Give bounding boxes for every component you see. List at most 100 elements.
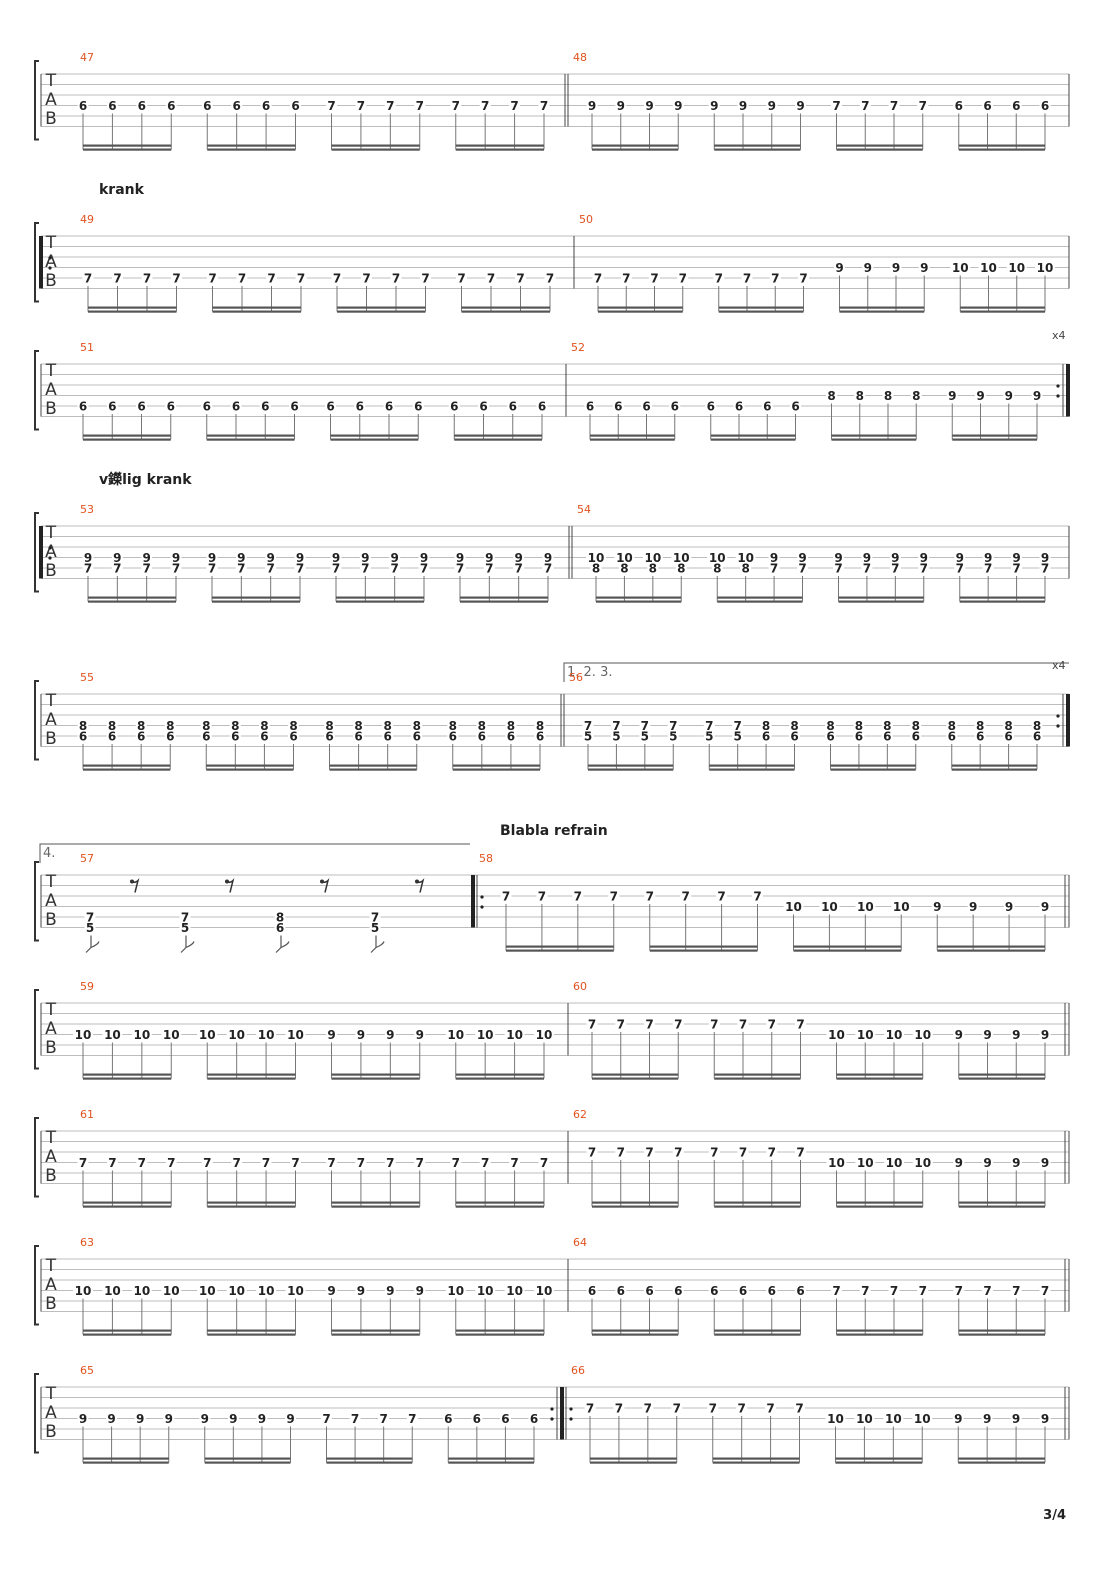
fret-number: 7 [452,99,460,113]
fret-bg [1039,551,1051,564]
fret-bg [534,1028,554,1041]
beam [461,310,550,313]
tab-clef-letter: B [45,729,57,749]
fret-bg [359,551,371,564]
tab-clef-letter: A [45,252,57,272]
beam [454,434,542,437]
fret-number: 10 [506,1028,523,1042]
fret-number: 7 [832,99,840,113]
fret-number: 8 [202,719,210,733]
tab-clef-letter: T [45,1000,57,1020]
fret-number: 7 [457,272,465,286]
fret-number: 9 [113,551,121,565]
fret-number: 6 [203,99,211,113]
fret-bg [111,551,123,564]
beam [592,1205,679,1208]
fret-number: 7 [291,1156,299,1170]
beam [326,1461,413,1464]
fret-bg [740,562,752,574]
tab-clef-letter: A [45,1403,57,1423]
fret-bg [708,1284,720,1297]
fret-number: 7 [795,1402,803,1416]
fret-bg [1011,551,1023,564]
fret-bg [644,1018,655,1030]
fret-bg [197,1284,218,1297]
fret-number: 6 [414,400,422,414]
fret-bg [199,1412,211,1425]
fret-number: 7 [456,562,464,576]
fret-number: 7 [1012,1284,1020,1298]
fret-number: 7 [514,562,522,576]
fret-bg [106,400,118,412]
beam [83,1333,172,1336]
fret-number: 9 [386,1028,394,1042]
beam [836,1077,923,1080]
beam [207,1073,296,1076]
fret-bg [1010,1028,1022,1041]
fret-bg [1010,99,1022,112]
fret-number: 7 [584,719,592,733]
fret-bg [369,921,381,934]
fret-bg [713,272,725,284]
fret-bg [290,99,301,112]
fret-bg [834,261,845,274]
repeat-dot [48,256,52,260]
fret-bg [910,389,922,402]
fret-number: 7 [768,1146,776,1160]
fret-bg [967,900,979,913]
beam [598,310,683,313]
fret-number: 8 [790,719,798,733]
beam [206,438,295,441]
fret-bg [795,1018,806,1030]
beam [958,1077,1045,1080]
beam [83,768,171,771]
fret-bg [795,1146,806,1158]
repeat-thick-bar [1066,364,1070,417]
repeat-dot [1056,394,1060,398]
fret-bg [418,551,430,564]
tab-clef-letter: B [45,399,57,419]
fret-number: 7 [681,890,689,904]
fret-bg [1039,1284,1051,1297]
fret-bg [500,890,512,902]
fret-number: 10 [477,1028,494,1042]
fret-bg [831,1284,842,1297]
fret-number: 8 [677,562,685,576]
fret-bg [414,1156,426,1169]
fret-bg [135,719,147,732]
fret-bg [82,272,94,284]
fret-bg [1039,1412,1051,1425]
fret-bg [447,730,459,742]
fret-bg [854,1412,875,1425]
fret-number: 10 [228,1284,245,1298]
fret-number: 10 [287,1028,304,1042]
beam [592,148,679,151]
fret-number: 7 [984,562,992,576]
fret-bg [163,1412,175,1425]
fret-bg [82,562,94,574]
fret-bg [1003,900,1015,913]
beam [712,1461,800,1464]
fret-number: 6 [976,730,984,744]
fret-bg [77,400,89,412]
fret-number: 8 [713,562,721,576]
fret-bg [504,1028,525,1041]
beam [596,596,682,599]
fret-bg [289,400,300,412]
fret-bg [982,1284,993,1297]
beam [937,945,1045,948]
beam [714,1201,801,1204]
fret-bg [290,1156,301,1169]
staff-bracket [34,60,39,141]
fret-number: 8 [108,719,116,733]
fret-number: 10 [199,1284,216,1298]
fret-number: 9 [1033,389,1041,403]
fret-number: 7 [540,1156,548,1170]
fret-bg [331,272,343,284]
fret-bg [326,1156,337,1169]
fret-bg [294,562,306,574]
fret-number: 7 [674,1146,682,1160]
fret-number: 10 [536,1284,553,1298]
beam [455,1329,544,1332]
fret-number: 7 [297,272,305,286]
